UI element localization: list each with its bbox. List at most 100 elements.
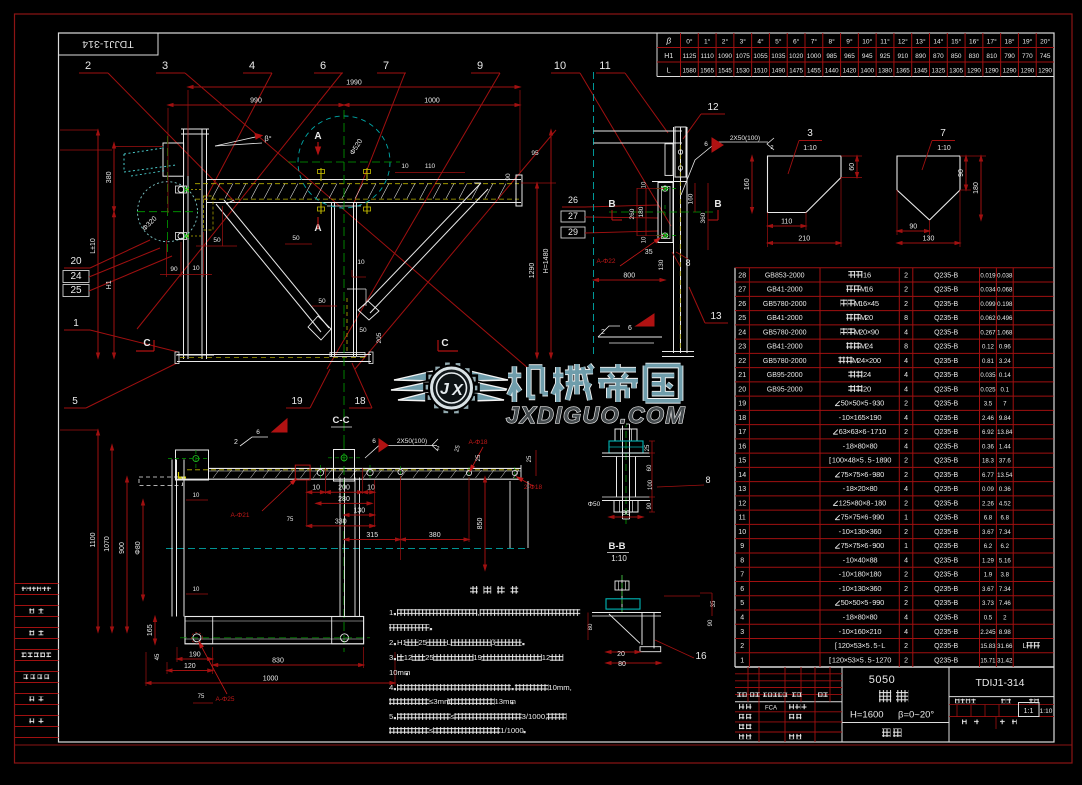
- svg-text:3.67: 3.67: [982, 586, 994, 593]
- svg-text:0: 0: [877, 413, 881, 422]
- svg-text:Q235-B: Q235-B: [934, 572, 958, 579]
- svg-text:Q235-B: Q235-B: [934, 586, 958, 593]
- svg-text:5: 5: [873, 641, 877, 650]
- svg-text:13.54: 13.54: [997, 472, 1013, 479]
- svg-text:×: ×: [861, 641, 865, 650]
- svg-text:0.09: 0.09: [982, 486, 994, 493]
- svg-text:4.52: 4.52: [999, 500, 1011, 507]
- svg-text:4: 4: [867, 370, 871, 379]
- svg-text:25: 25: [70, 285, 82, 296]
- svg-text:1: 1: [846, 612, 850, 621]
- svg-text:-: -: [869, 541, 872, 550]
- svg-text:10: 10: [193, 587, 200, 593]
- svg-text:17: 17: [738, 429, 746, 436]
- svg-text:β: β: [491, 638, 496, 647]
- svg-text:0: 0: [880, 399, 884, 408]
- svg-text:3: 3: [876, 399, 880, 408]
- svg-text:Q235-B: Q235-B: [934, 629, 958, 636]
- svg-text:160: 160: [688, 193, 695, 204]
- svg-text:Φ50: Φ50: [588, 501, 601, 508]
- svg-text:1: 1: [854, 413, 858, 422]
- svg-text:925: 925: [880, 53, 891, 60]
- svg-text:1580: 1580: [683, 68, 697, 75]
- svg-text:80: 80: [588, 623, 594, 630]
- svg-text:Q235-B: Q235-B: [934, 429, 958, 436]
- svg-text:25: 25: [454, 444, 462, 453]
- svg-text:19: 19: [473, 653, 482, 662]
- svg-text:0: 0: [873, 356, 877, 365]
- svg-text:25: 25: [527, 455, 533, 462]
- svg-text:Q235-B: Q235-B: [934, 614, 958, 621]
- svg-text:Q235-B: Q235-B: [934, 415, 958, 422]
- svg-text:50: 50: [318, 298, 326, 305]
- svg-text:6.77: 6.77: [982, 472, 994, 479]
- svg-text:6: 6: [873, 527, 877, 536]
- svg-text:6: 6: [864, 541, 868, 550]
- svg-text:0: 0: [862, 527, 866, 536]
- svg-text:6.92: 6.92: [982, 429, 994, 436]
- svg-text:1: 1: [859, 299, 863, 308]
- svg-text:10: 10: [642, 181, 648, 188]
- svg-text:1: 1: [875, 456, 879, 465]
- svg-text:0: 0: [845, 598, 849, 607]
- svg-text:25: 25: [645, 444, 651, 451]
- svg-text:2: 2: [436, 446, 439, 452]
- svg-text:190: 190: [189, 652, 201, 659]
- svg-text:H1: H1: [397, 638, 407, 647]
- svg-text:-: -: [872, 655, 875, 664]
- svg-text:-: -: [839, 627, 842, 636]
- svg-text:0.496: 0.496: [997, 315, 1013, 322]
- svg-text:Q235-B: Q235-B: [934, 344, 958, 351]
- svg-text:×: ×: [854, 441, 858, 450]
- svg-text:15°: 15°: [951, 38, 961, 46]
- svg-text:M: M: [852, 356, 858, 365]
- svg-text:C: C: [143, 338, 150, 349]
- svg-text:5: 5: [854, 641, 858, 650]
- svg-text:9: 9: [872, 513, 876, 522]
- svg-text:-: -: [878, 641, 881, 650]
- svg-text:910: 910: [897, 53, 908, 60]
- svg-text:0: 0: [846, 527, 850, 536]
- svg-text:0.198: 0.198: [997, 301, 1013, 308]
- svg-text:110: 110: [781, 219, 792, 226]
- svg-text:0: 0: [882, 427, 886, 436]
- svg-text:5: 5: [867, 655, 871, 664]
- svg-text:6: 6: [858, 413, 862, 422]
- svg-text:×: ×: [865, 441, 869, 450]
- svg-text:-: -: [869, 513, 872, 522]
- svg-text:18.3: 18.3: [982, 458, 994, 465]
- svg-text:TDIJ1-314: TDIJ1-314: [975, 677, 1024, 689]
- svg-text:4: 4: [904, 557, 908, 564]
- svg-text:0.025: 0.025: [980, 386, 996, 393]
- svg-text:965: 965: [844, 53, 855, 60]
- svg-text:×: ×: [844, 456, 848, 465]
- svg-text:18: 18: [738, 415, 746, 422]
- svg-text:Q235-B: Q235-B: [934, 543, 958, 550]
- svg-text:×: ×: [862, 498, 866, 507]
- svg-text:×: ×: [848, 541, 852, 550]
- svg-text:8: 8: [740, 557, 744, 564]
- svg-text:1400: 1400: [860, 68, 874, 75]
- svg-text:3: 3: [807, 128, 813, 139]
- svg-text:×: ×: [858, 427, 862, 436]
- svg-text:×: ×: [856, 655, 860, 664]
- svg-text:M: M: [854, 327, 860, 336]
- svg-text:8: 8: [879, 456, 883, 465]
- svg-text:2: 2: [904, 643, 908, 650]
- svg-text:0: 0: [873, 612, 877, 621]
- svg-text:20: 20: [70, 256, 82, 267]
- svg-text:-: -: [872, 456, 875, 465]
- svg-text:8: 8: [878, 498, 882, 507]
- svg-text:2: 2: [865, 342, 869, 351]
- svg-text:1: 1: [854, 584, 858, 593]
- svg-text:2: 2: [904, 301, 908, 308]
- svg-text:3.67: 3.67: [982, 529, 994, 536]
- svg-text:Q235-B: Q235-B: [934, 643, 958, 650]
- svg-text:1: 1: [878, 427, 882, 436]
- svg-text:Q235-B: Q235-B: [934, 557, 958, 564]
- svg-text:1420: 1420: [843, 68, 857, 75]
- svg-text:9: 9: [876, 598, 880, 607]
- svg-text:0: 0: [862, 627, 866, 636]
- svg-text:0: 0: [863, 327, 867, 336]
- svg-text:7: 7: [852, 541, 856, 550]
